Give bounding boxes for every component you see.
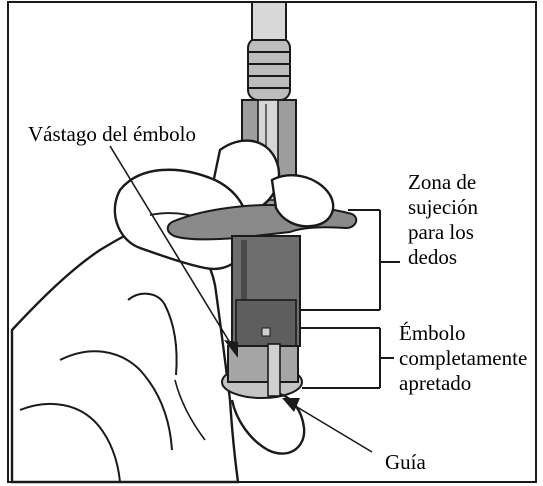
label-finger-grip-line: sujeción [408, 195, 478, 220]
label-finger-grip-line: dedos [408, 245, 478, 270]
label-finger-grip-line: Zona de [408, 170, 478, 195]
label-plunger-pressed-line: completamente [399, 346, 527, 371]
syringe-base-body [228, 346, 298, 382]
label-plunger-fully-pressed: Émbolo completamente apretado [399, 321, 527, 396]
plunger-cap [248, 38, 290, 100]
syringe-barrel-lower [236, 300, 296, 346]
syringe-guide-tab [268, 344, 280, 396]
syringe-window [262, 328, 270, 336]
label-plunger-pressed-line: Émbolo [399, 321, 527, 346]
label-plunger-pressed-line: apretado [399, 371, 527, 396]
label-plunger-rod: Vástago del émbolo [28, 122, 196, 147]
label-finger-grip-line: para los [408, 220, 478, 245]
plunger-shaft-top [252, 2, 286, 40]
label-guide: Guía [385, 450, 426, 475]
label-finger-grip-zone: Zona de sujeción para los dedos [408, 170, 478, 270]
